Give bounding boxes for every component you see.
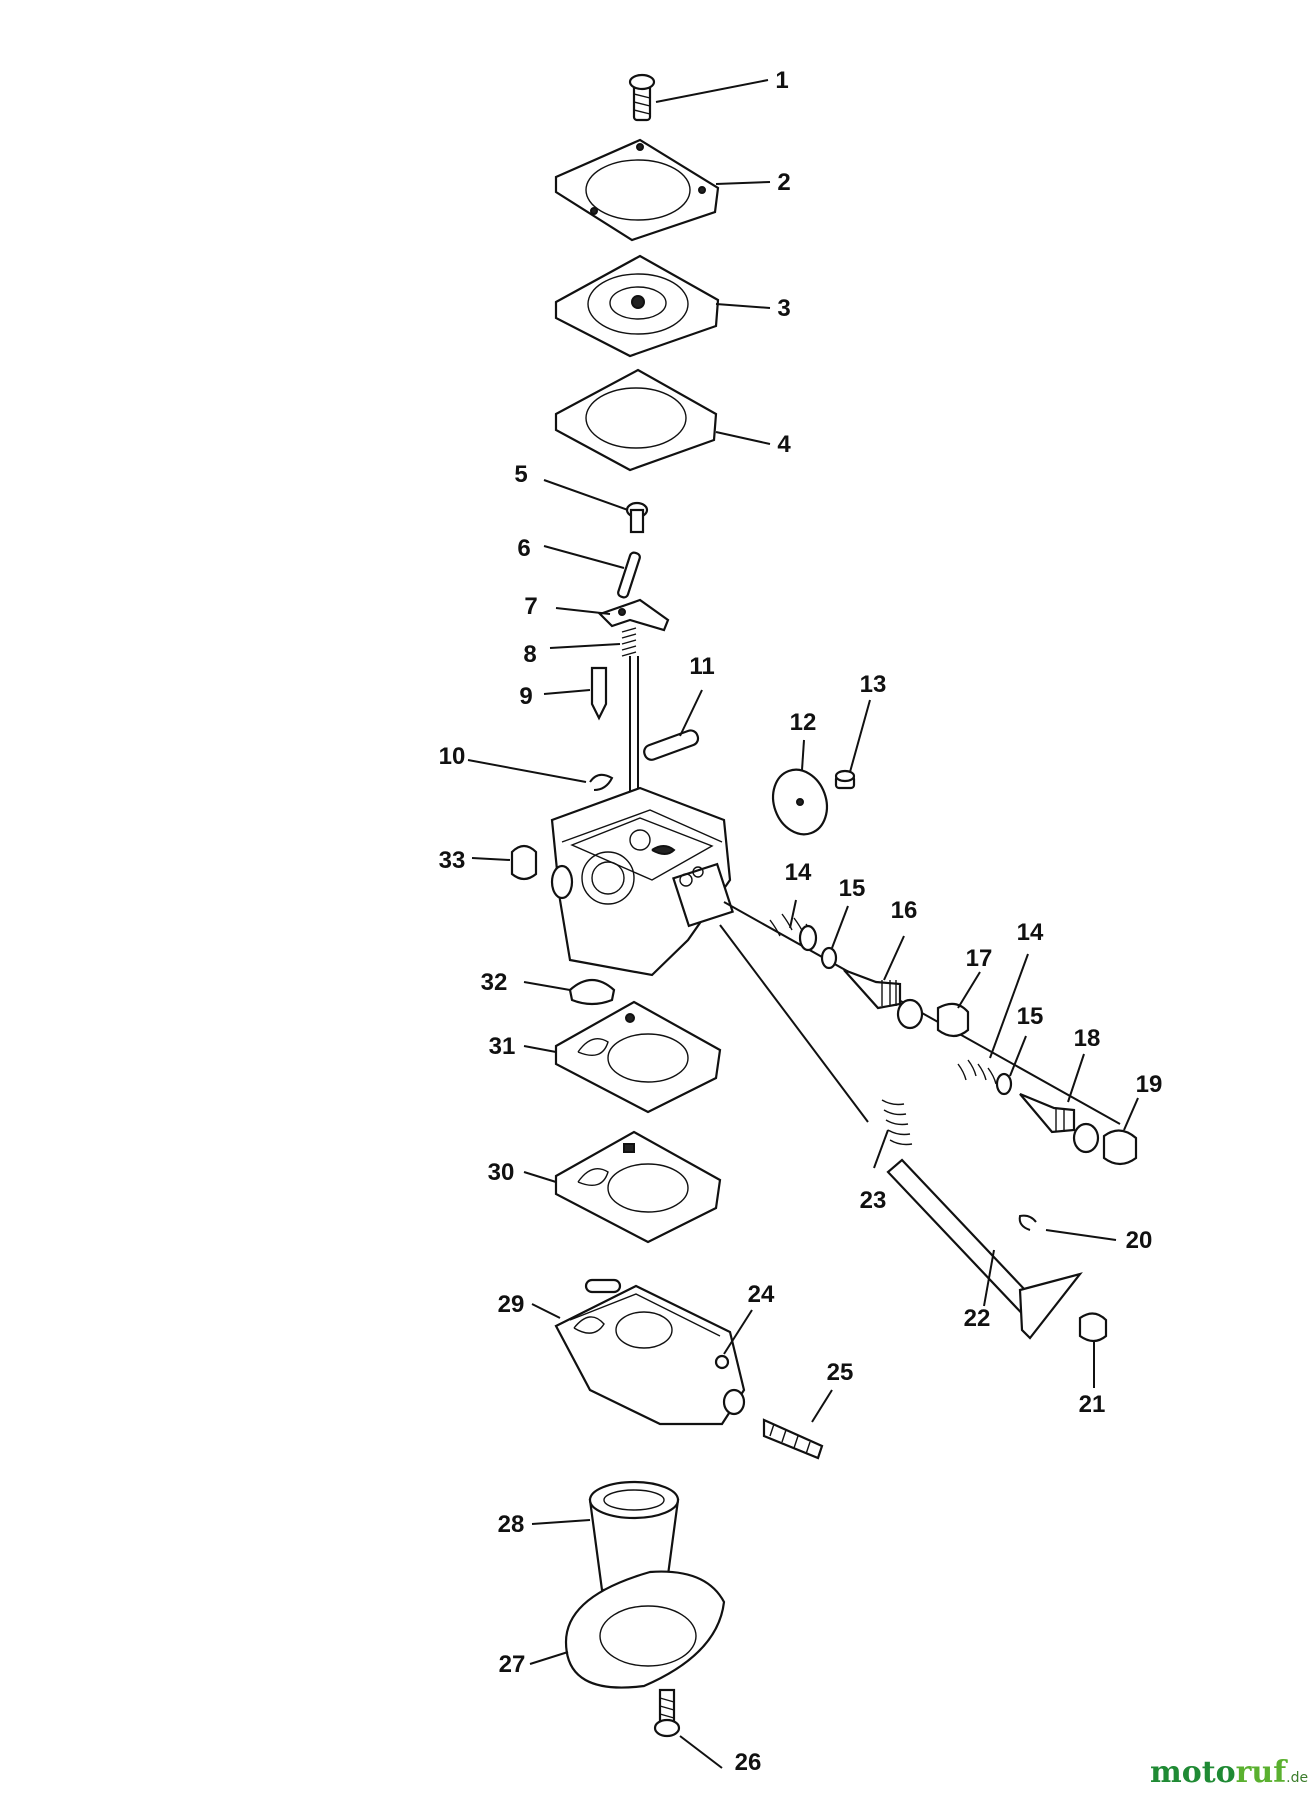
part-7-lever [597, 598, 670, 632]
callout-4: 4 [777, 431, 791, 458]
callout-6: 6 [517, 535, 530, 562]
part-20-clip [1018, 1214, 1037, 1231]
callout-5: 5 [514, 461, 527, 488]
callout-33: 33 [439, 847, 466, 874]
callout-2: 2 [777, 169, 790, 196]
callout-28: 28 [498, 1511, 525, 1538]
part-29-pump-body [554, 1278, 746, 1426]
part-18-needle [1019, 1092, 1100, 1154]
part-26-screw [653, 1688, 681, 1738]
callout-14a: 14 [785, 859, 812, 886]
part-31-gasket [554, 1000, 722, 1114]
callout-27: 27 [499, 1651, 526, 1678]
callout-labels: 1 2 3 4 5 6 7 8 9 10 11 12 13 14 14 15 1… [439, 67, 1163, 1776]
callout-32: 32 [481, 969, 508, 996]
callout-31: 31 [489, 1033, 516, 1060]
part-25-screw [762, 1418, 824, 1460]
callout-18: 18 [1074, 1025, 1101, 1052]
part-15-ring-b [995, 1072, 1013, 1096]
part-28-filter-cup [588, 1480, 680, 1592]
callout-15a: 15 [839, 875, 866, 902]
callout-8: 8 [523, 641, 536, 668]
callout-19: 19 [1136, 1071, 1163, 1098]
callout-29: 29 [498, 1291, 525, 1318]
part-6-pin [617, 551, 641, 599]
callout-1: 1 [775, 67, 788, 94]
part-30-gasket [554, 1130, 722, 1244]
part-32-primer-bulb [568, 978, 616, 1006]
part-11-pin [643, 729, 700, 761]
callout-17: 17 [966, 945, 993, 972]
part-13-screw [834, 769, 856, 790]
leader-lines [467, 79, 1139, 1769]
part-2-diaphragm-cover [554, 138, 720, 242]
callout-22: 22 [964, 1305, 991, 1332]
callout-7: 7 [524, 593, 537, 620]
watermark-logo: motoruf.de [1150, 1755, 1308, 1790]
callout-14b: 14 [1017, 919, 1044, 946]
callout-11: 11 [689, 653, 714, 680]
callout-24: 24 [748, 1281, 775, 1308]
part-19-cap [1102, 1129, 1138, 1166]
callout-16: 16 [891, 897, 918, 924]
callout-26: 26 [735, 1749, 762, 1776]
callout-12: 12 [790, 709, 817, 736]
part-24-check-ball [714, 1354, 730, 1370]
callout-15b: 15 [1017, 1003, 1044, 1030]
callout-3: 3 [777, 295, 790, 322]
part-14-spring-a [769, 913, 818, 952]
part-16-needle [843, 968, 924, 1030]
callout-30: 30 [488, 1159, 515, 1186]
callout-13: 13 [860, 671, 887, 698]
part-1-screw [628, 73, 656, 122]
callout-20: 20 [1126, 1227, 1153, 1254]
part-4-gasket [554, 368, 718, 472]
part-8-spring [621, 627, 639, 815]
watermark-part1: moto [1150, 1755, 1236, 1790]
carburetor-body [550, 786, 734, 977]
part-9-needle [590, 666, 608, 721]
part-33-cap [510, 844, 538, 881]
part-5-screw [625, 501, 649, 534]
callout-10: 10 [439, 743, 466, 770]
watermark-part2: ruf [1236, 1755, 1289, 1790]
part-22-throttle-shaft [886, 1158, 1083, 1340]
watermark-suffix: .de [1286, 1770, 1308, 1786]
svg-text:motoruf.de: motoruf.de [1150, 1755, 1308, 1790]
callout-21: 21 [1079, 1391, 1106, 1418]
part-17-cap [936, 1002, 970, 1038]
part-12-disc [771, 768, 829, 836]
part-15-ring-a [820, 946, 838, 970]
part-14-spring-b [957, 1059, 997, 1085]
part-21-nut [1078, 1312, 1108, 1343]
part-10-clip [589, 773, 614, 791]
part-3-diaphragm [554, 254, 720, 358]
callout-23: 23 [860, 1187, 887, 1214]
callout-25: 25 [827, 1359, 854, 1386]
part-27-gasket [564, 1570, 726, 1689]
callout-9: 9 [519, 683, 532, 710]
part-23-spring [881, 1099, 913, 1146]
